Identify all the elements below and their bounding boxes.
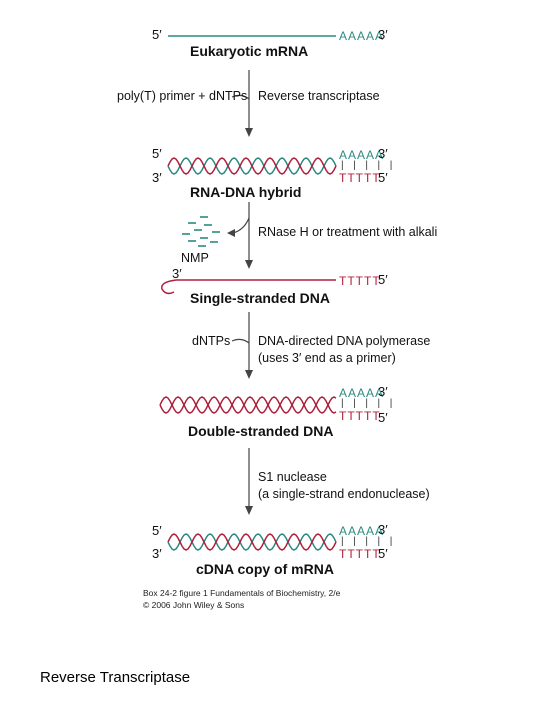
stage-title-ssdna: Single-stranded DNA <box>190 290 331 306</box>
ssdna-poly-t: TTTTT <box>339 274 381 288</box>
ssdna-5prime-label: 5′ <box>378 272 388 287</box>
branch-rnase <box>232 217 250 234</box>
step4-enzyme-note: (a single-strand endonuclease) <box>258 487 430 501</box>
cdna-helix <box>167 533 337 551</box>
nmp-fragments <box>182 216 220 247</box>
dsdna-poly-a: AAAAA <box>339 386 385 400</box>
figure-credit-line2: © 2006 John Wiley & Sons <box>143 600 245 610</box>
flow-arrow-4-head <box>245 506 253 515</box>
hybrid-poly-t: TTTTT <box>339 171 381 185</box>
dsdna-helix <box>159 396 337 414</box>
ssdna-strand <box>161 279 336 295</box>
flow-arrow-3-head <box>245 370 253 379</box>
nmp-label: NMP <box>181 251 209 265</box>
dsdna-3prime-label: 3′ <box>378 384 388 399</box>
step3-enzyme-label: DNA-directed DNA polymerase <box>258 334 431 348</box>
cdna-poly-t: TTTTT <box>339 547 381 561</box>
stage-title-hybrid: RNA-DNA hybrid <box>190 184 302 200</box>
stage-title-cdna: cDNA copy of mRNA <box>196 561 334 577</box>
branch-dntps <box>231 338 250 344</box>
ssdna-3prime-label: 3′ <box>172 266 182 281</box>
flow-arrows <box>227 70 253 515</box>
step3-enzyme-note: (uses 3′ end as a primer) <box>258 351 396 365</box>
cdna-3prime-right-label: 3′ <box>378 522 388 537</box>
cdna-3prime-left-label: 3′ <box>152 546 162 561</box>
hybrid-pairing-bars: | | | | | <box>341 160 396 171</box>
step2-enzyme-label: RNase H or treatment with alkali <box>258 225 438 239</box>
dsdna-strand-2 <box>159 396 337 414</box>
mrna-poly-a: AAAAA <box>339 29 385 43</box>
flow-arrow-1-head <box>245 128 253 137</box>
step1-enzyme-label: Reverse transcriptase <box>258 89 380 103</box>
step1-left-label: poly(T) primer + dNTPs <box>117 89 248 103</box>
cdna-5prime-label: 5′ <box>152 523 162 538</box>
hybrid-helix <box>167 157 337 175</box>
cdna-dna-strand <box>167 533 337 551</box>
hybrid-3prime-right-label: 3′ <box>378 146 388 161</box>
hybrid-poly-a: AAAAA <box>339 148 385 162</box>
hybrid-5prime-right-label: 5′ <box>378 170 388 185</box>
hybrid-dna-strand <box>167 157 337 175</box>
dsdna-pairing-bars: | | | | | <box>341 398 396 409</box>
cdna-pairing-bars: | | | | | <box>341 536 396 547</box>
stage-title-mrna: Eukaryotic mRNA <box>190 43 309 59</box>
hybrid-3prime-left-label: 3′ <box>152 170 162 185</box>
dsdna-strand-1 <box>159 396 337 414</box>
step4-enzyme-label: S1 nuclease <box>258 470 327 484</box>
cdna-poly-a: AAAAA <box>339 524 385 538</box>
step3-left-label: dNTPs <box>192 334 231 348</box>
dsdna-poly-t: TTTTT <box>339 409 381 423</box>
flow-arrow-2-head <box>245 260 253 269</box>
dsdna-5prime-label: 5′ <box>378 410 388 425</box>
cdna-5prime-right-label: 5′ <box>378 546 388 561</box>
stage-title-dsdna: Double-stranded DNA <box>188 423 334 439</box>
branch-primer <box>231 94 250 100</box>
hybrid-5prime-label: 5′ <box>152 146 162 161</box>
figure-credit-line1: Box 24-2 figure 1 Fundamentals of Bioche… <box>143 588 341 598</box>
mrna-5prime-label: 5′ <box>152 27 162 42</box>
slide-caption: Reverse Transcriptase <box>40 669 191 686</box>
branch-rnase-head <box>227 229 235 237</box>
mrna-3prime-label: 3′ <box>378 27 388 42</box>
